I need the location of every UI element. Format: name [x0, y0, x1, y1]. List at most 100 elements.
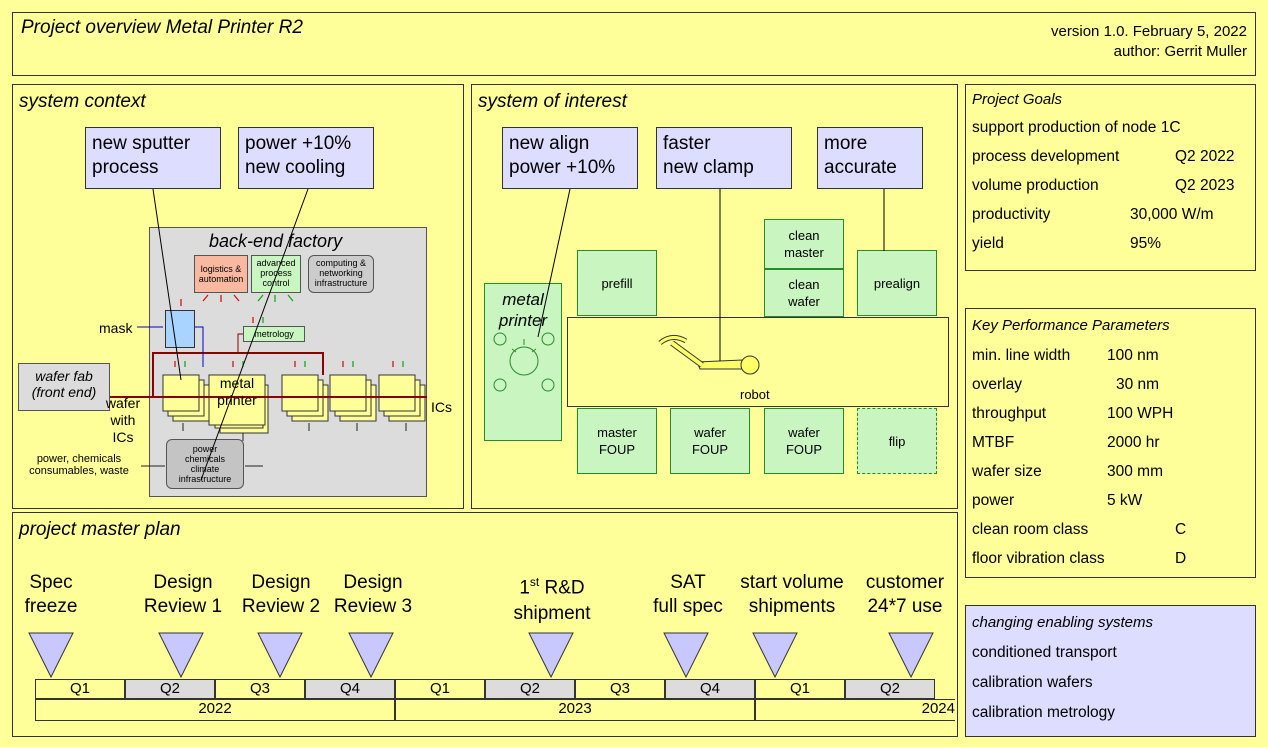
page-title: Project overview Metal Printer R2 [21, 17, 303, 38]
text-line: consumables, waste [29, 465, 129, 477]
box-line: faster [663, 133, 711, 154]
text-line: logistics & [200, 264, 242, 274]
milestone-line: Spec [29, 572, 73, 593]
milestone-line: SAT [670, 572, 706, 593]
text-line: metal [502, 290, 544, 309]
kpp-label: MTBF [972, 434, 1015, 451]
timeline-triangles [28, 632, 934, 679]
text-line: computing & [315, 258, 367, 268]
kpp-panel: Key Performance Parameters min. line wid… [965, 308, 1256, 578]
box-line: accurate [824, 157, 897, 178]
quarter-cell: Q1 [395, 679, 485, 699]
context-diagram-lines [110, 188, 427, 481]
kpp-title: Key Performance Parameters [972, 317, 1170, 334]
quarter-cell: Q3 [575, 679, 665, 699]
text-line: power [192, 444, 218, 454]
milestone-design-review-3: Design Review 3 [325, 571, 421, 619]
clean-master-station: clean master [764, 219, 844, 269]
text-line: wafer [788, 425, 820, 440]
version-text: version 1.0. February 5, 2022 [1051, 23, 1247, 40]
milestone-design-review-2: Design Review 2 [233, 571, 329, 619]
kpp-label: min. line width [972, 347, 1071, 364]
text-line: with [110, 412, 136, 428]
goal-value: 95% [1130, 235, 1162, 252]
metal-printer-label: metal printer [484, 289, 562, 331]
text-line: master [784, 245, 824, 260]
kpp-label: overlay [972, 376, 1022, 393]
milestone-line: freeze [24, 596, 78, 617]
header-panel: Project overview Metal Printer R2 versio… [12, 12, 1256, 76]
milestone-line: 24*7 use [867, 596, 943, 617]
quarter-cell: Q2 [125, 679, 215, 699]
more-accurate-box: more accurate [817, 127, 923, 189]
author-text: author: Gerrit Muller [1113, 43, 1247, 60]
text-line: wafer [694, 425, 726, 440]
text-line: clean [788, 277, 820, 292]
milestone-line: Design [343, 572, 403, 593]
soi-title: system of interest [478, 91, 627, 112]
quarter-cell: Q1 [35, 679, 125, 699]
text-line: control [262, 278, 290, 288]
milestone-line: shipments [748, 596, 836, 617]
prealign-station: prealign [857, 250, 937, 316]
metrology-box: metrology [243, 326, 305, 342]
box-line: power +10% [509, 157, 616, 178]
milestone-sat: SAT full spec [643, 571, 733, 619]
plan-title: project master plan [19, 519, 181, 540]
enabling-item: calibration metrology [972, 704, 1116, 721]
mask-box [165, 310, 195, 348]
goal-label: yield [972, 235, 1004, 252]
quarter-cell: Q1 [755, 679, 845, 699]
milestone-line: shipment [513, 603, 591, 625]
computing-box: computing & networking infrastructure [308, 255, 374, 293]
milestone-line: Design [251, 572, 311, 593]
power-left-label: power, chemicals consumables, waste [19, 453, 139, 477]
sup-rest: R&D [539, 577, 585, 599]
milestone-customer: customer 24*7 use [853, 571, 957, 619]
kpp-value: 300 mm [1107, 463, 1163, 480]
apc-box: advanced process control [251, 255, 301, 293]
new-sputter-box: new sputter process [85, 127, 221, 189]
milestone-line: full spec [653, 596, 723, 617]
wafer-foup-station-1: wafer FOUP [670, 408, 750, 474]
goals-title: Project Goals [972, 91, 1063, 108]
text-line: chemicals [184, 454, 225, 464]
text-line: master [597, 425, 637, 440]
enabling-item: calibration wafers [972, 674, 1093, 691]
kpp-value: 2000 hr [1107, 434, 1160, 451]
box-line: new cooling [245, 157, 346, 178]
wafer-foup-station-2: wafer FOUP [764, 408, 844, 474]
faster-clamp-box: faster new clamp [656, 127, 792, 189]
box-line: new sputter [92, 133, 191, 154]
kpp-value: 30 nm [1116, 376, 1160, 393]
text-line: infrastructure [178, 474, 232, 484]
flip-station: flip [857, 408, 937, 474]
text-line: wafer [105, 395, 141, 411]
milestone-design-review-1: Design Review 1 [135, 571, 231, 619]
system-context-panel: system context new sputter process power… [12, 84, 464, 509]
power-cooling-box: power +10% new cooling [238, 127, 374, 189]
goal-label: support production of node 1C [972, 119, 1181, 136]
milestone-line: Review 2 [241, 596, 321, 617]
year-cell: 2023 [395, 699, 755, 721]
quarter-cell: Q4 [305, 679, 395, 699]
text-line: advanced [256, 258, 296, 268]
mask-label: mask [99, 320, 133, 336]
superscript: st [529, 575, 540, 589]
goal-label: volume production [972, 177, 1099, 194]
text-line: process [260, 268, 292, 278]
box-line: new clamp [663, 157, 754, 178]
enabling-item: conditioned transport [972, 644, 1117, 661]
kpp-label: clean room class [972, 521, 1089, 538]
enabling-systems-panel: changing enabling systems conditioned tr… [965, 605, 1256, 737]
kpp-label: power [972, 492, 1015, 509]
milestone-line: 1st R&D [497, 569, 607, 601]
text-line: FOUP [598, 442, 636, 457]
wafer-ics-label: wafer with ICs [105, 395, 141, 446]
project-goals-panel: Project Goals support production of node… [965, 84, 1256, 271]
sup-base: 1 [519, 577, 530, 599]
master-plan-panel: project master plan Spec freeze Design R… [12, 512, 958, 737]
milestone-line: Review 3 [333, 596, 413, 617]
quarter-cell: Q3 [215, 679, 305, 699]
text-line: printer [498, 311, 548, 330]
